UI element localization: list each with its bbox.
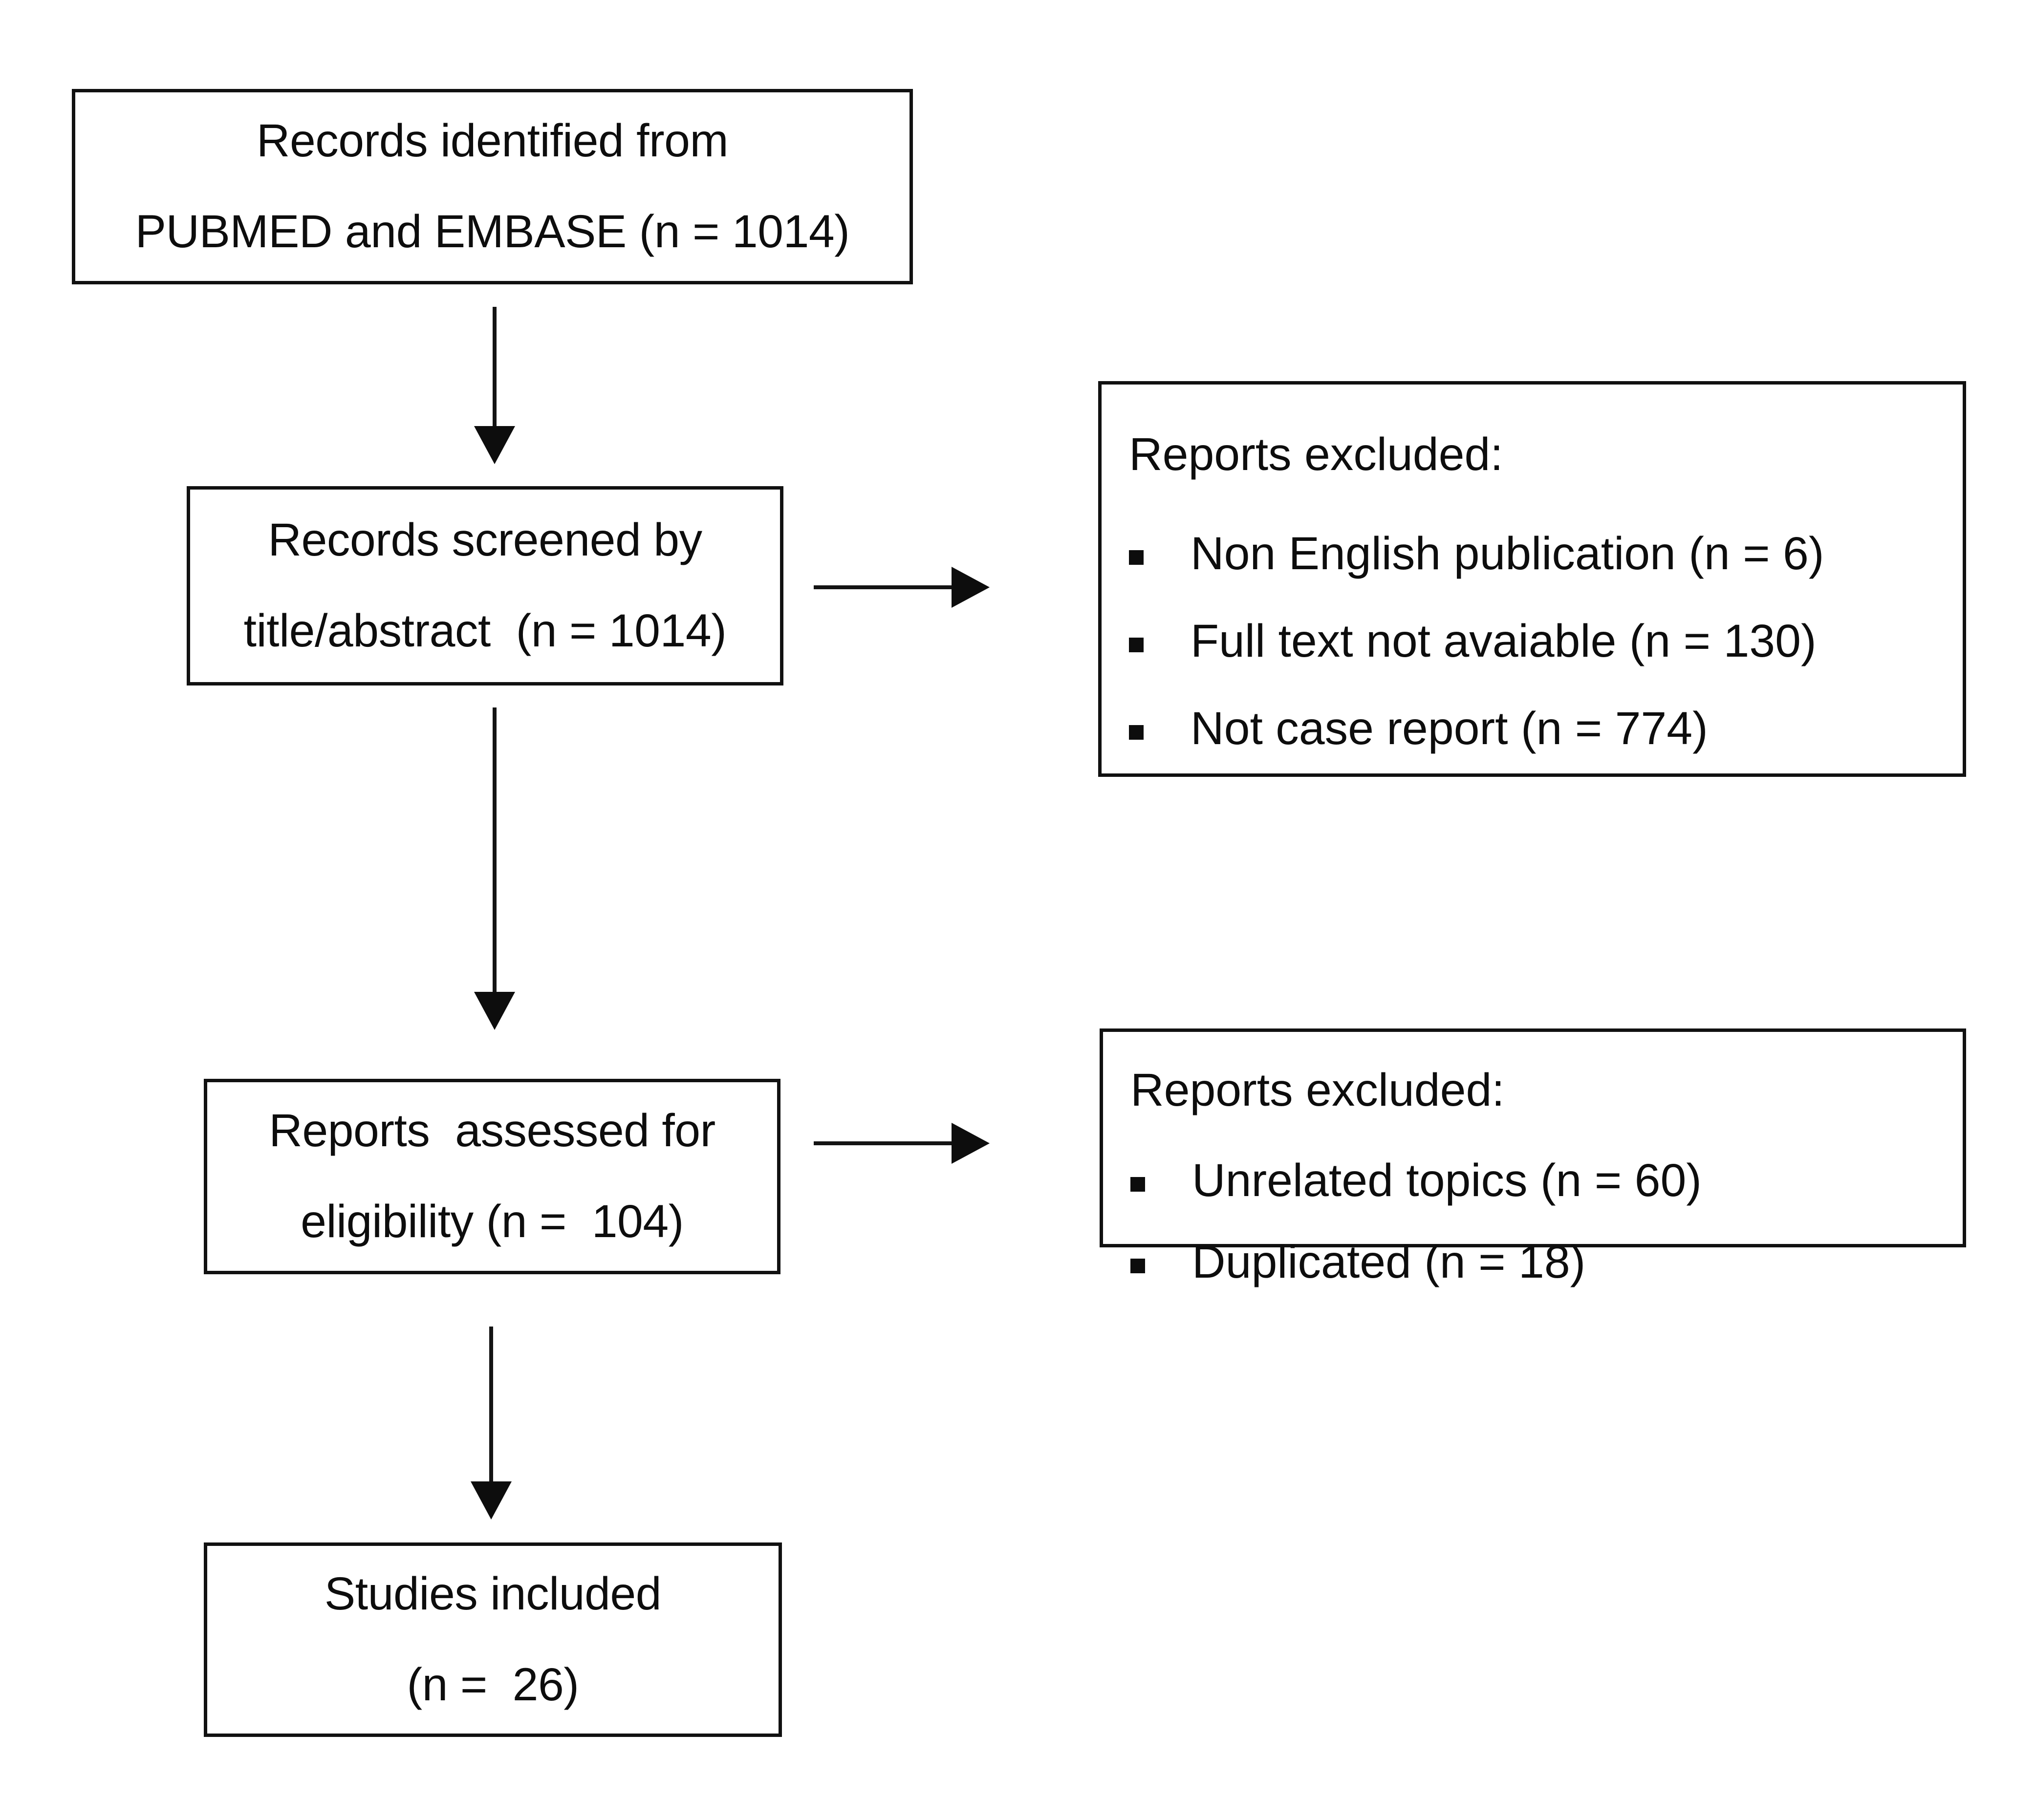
list-item: Non English publication (n = 6)	[1129, 531, 1933, 577]
box-excluded-eligibility: Reports excluded: Unrelated topics (n = …	[1100, 1028, 1966, 1285]
excluded-eligibility-item-label: Unrelated topics (n = 60)	[1192, 1155, 1702, 1206]
excluded-eligibility-title: Reports excluded:	[1130, 1064, 1505, 1116]
box-records-screened-line1: Records screened by	[268, 514, 702, 566]
excluded-screening-item-label: Full text not avaiable (n = 130)	[1191, 615, 1817, 667]
list-item: Not case report (n = 774)	[1129, 706, 1933, 752]
excluded-eligibility-list: Unrelated topics (n = 60) Duplicated (n …	[1130, 1157, 1933, 1285]
list-item: Unrelated topics (n = 60)	[1130, 1157, 1933, 1204]
list-item: Full text not avaiable (n = 130)	[1129, 618, 1933, 664]
box-records-identified-line1: Records identified from	[256, 115, 729, 167]
excluded-screening-item-label: Non English publication (n = 6)	[1191, 528, 1824, 579]
box-studies-included: Studies included (n = 26)	[204, 1542, 782, 1737]
box-studies-included-line1: Studies included	[324, 1568, 662, 1620]
box-reports-eligibility-line2: eligibility (n = 104)	[301, 1196, 684, 1247]
box-reports-eligibility: Reports assessed for eligibility (n = 10…	[204, 1079, 780, 1274]
excluded-screening-title: Reports excluded:	[1129, 428, 1503, 480]
list-item: Duplicated (n = 18)	[1130, 1239, 1933, 1285]
bullet-square-icon	[1129, 725, 1144, 740]
box-studies-included-line2: (n = 26)	[407, 1659, 579, 1711]
bullet-square-icon	[1129, 550, 1144, 565]
box-records-identified-line2: PUBMED and EMBASE (n = 1014)	[135, 206, 850, 257]
bullet-square-icon	[1129, 638, 1144, 652]
box-records-screened: Records screened by title/abstract (n = …	[187, 486, 783, 685]
box-records-identified: Records identified from PUBMED and EMBAS…	[72, 89, 913, 284]
box-records-screened-line2: title/abstract (n = 1014)	[243, 605, 727, 657]
bullet-square-icon	[1130, 1177, 1145, 1192]
bullet-square-icon	[1130, 1259, 1145, 1273]
excluded-screening-list: Non English publication (n = 6) Full tex…	[1129, 531, 1933, 752]
box-excluded-screening: Reports excluded: Non English publicatio…	[1098, 381, 1966, 777]
box-reports-eligibility-line1: Reports assessed for	[269, 1105, 715, 1157]
excluded-screening-item-label: Not case report (n = 774)	[1191, 703, 1708, 754]
excluded-eligibility-item-label: Duplicated (n = 18)	[1192, 1236, 1586, 1288]
